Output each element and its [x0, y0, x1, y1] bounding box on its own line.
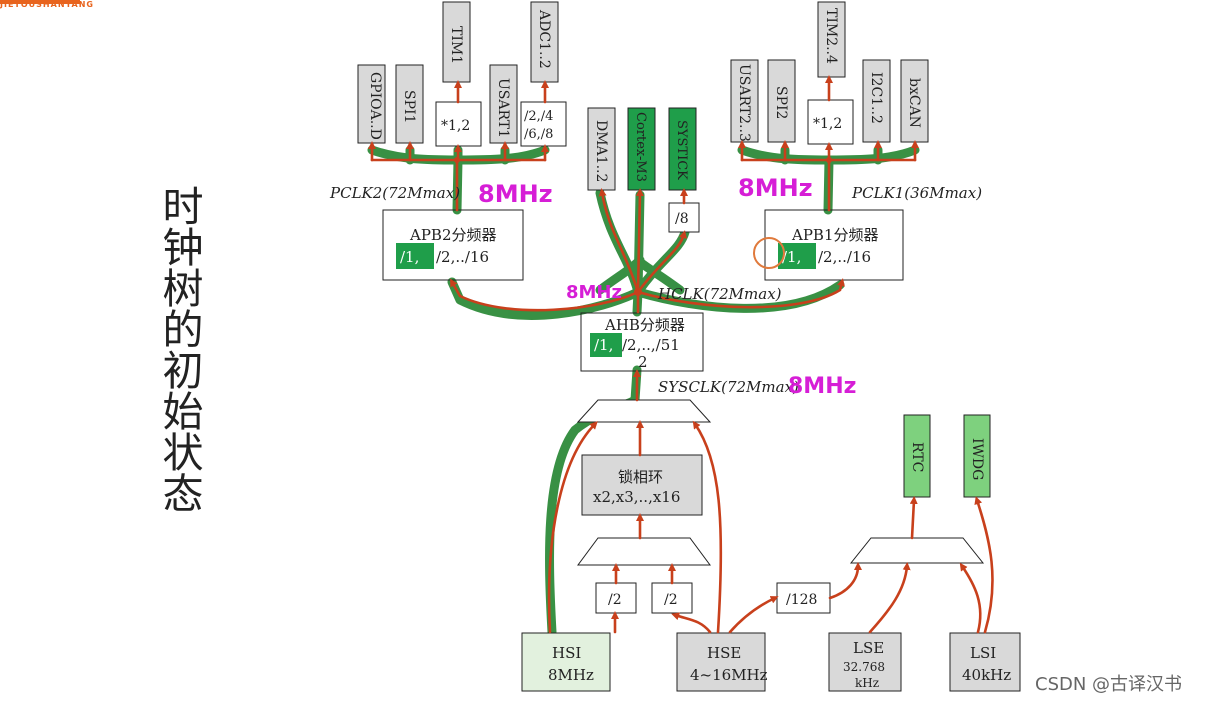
apb1-div-first: /1,	[782, 248, 801, 266]
apb2-div-rest: /2,../16	[436, 248, 489, 266]
sysclk-mux	[576, 399, 712, 423]
hsi-freq: 8MHz	[548, 666, 594, 684]
cortex-box	[627, 107, 656, 191]
usart23-label: USART2..3	[736, 64, 752, 142]
hclk-label: HCLK(72Mmax)	[657, 285, 782, 303]
lsi-freq: 40kHz	[962, 666, 1011, 684]
arrows	[368, 75, 994, 634]
adc-label: ADC1..2	[536, 9, 552, 69]
iwdg-box	[963, 414, 991, 498]
hse-div-label: /2	[664, 592, 678, 608]
apb1-mul-label: *1,2	[813, 116, 842, 132]
adc-div-label-1: /2,/4	[524, 109, 553, 124]
lsi-name: LSI	[970, 644, 996, 662]
tim1-label: TIM1	[448, 26, 464, 64]
adc-box	[530, 1, 559, 83]
tim1-box	[442, 1, 471, 83]
rtc-box	[903, 414, 931, 498]
apb1-mul-box	[807, 99, 854, 145]
pll-box	[581, 454, 703, 516]
hse-box	[676, 632, 766, 692]
pll-mul: x2,x3,..,x16	[593, 488, 680, 506]
adc-div-label-2: /6,/8	[524, 127, 553, 142]
i2c-box	[862, 59, 891, 143]
pclk1-label: PCLK1(36Mmax)	[851, 184, 982, 202]
gpio-label: GPIOA..D	[367, 72, 383, 140]
tim24-box	[817, 1, 846, 78]
systick-label: SYSTICK	[674, 120, 689, 180]
bxcan-label: bxCAN	[906, 78, 922, 128]
watermark: CSDN @古译汉书	[1035, 674, 1183, 695]
apb1-divider-box	[764, 209, 904, 281]
dma-label: DMA1..2	[593, 120, 609, 182]
cortex-label: Cortex-M3	[633, 112, 648, 182]
rtc-div-label: /128	[786, 592, 817, 608]
rtc-label: RTC	[909, 442, 925, 472]
lse-name: LSE	[853, 639, 884, 657]
brand-bar	[0, 0, 80, 4]
ahb-div-tail: 2	[638, 353, 648, 371]
hclk-freq-note: 8MHz	[566, 282, 622, 303]
usart23-box	[730, 59, 759, 143]
hsi-name: HSI	[552, 644, 581, 662]
gpio-box	[357, 64, 386, 144]
side-title: 时钟树的初始状态	[155, 185, 203, 513]
dma-box	[587, 107, 616, 191]
apb2-div-first: /1,	[400, 248, 419, 266]
bxcan-box	[900, 59, 929, 143]
ahb-title: AHB分频器	[604, 316, 685, 334]
sysclk-label: SYSCLK(72Mmax)	[658, 378, 799, 396]
pclk2-label: PCLK2(72Mmax)	[329, 184, 460, 202]
spi1-label: SPI1	[401, 90, 417, 123]
ahb-div-first: /1,	[594, 336, 613, 354]
lse-freq-1: 32.768	[843, 660, 885, 674]
adc-div-box	[520, 101, 567, 147]
lsi-box	[949, 632, 1021, 692]
apb1-freq-note: 8MHz	[738, 174, 813, 202]
hsi-box	[521, 632, 611, 692]
apb1-title: APB1分频器	[791, 226, 879, 244]
brand-logo-text: JIETOUSHANYANG	[0, 0, 94, 9]
hse-name: HSE	[707, 644, 741, 662]
i2c-label: I2C1..2	[868, 72, 884, 124]
apb2-div1-highlight	[396, 243, 434, 269]
systick-box	[668, 107, 697, 191]
hsi-div-label: /2	[608, 592, 622, 608]
hse-freq: 4~16MHz	[690, 666, 768, 684]
apb2-mul-label: *1,2	[441, 118, 470, 134]
annotation-circle	[753, 237, 785, 269]
hse-div-box	[651, 582, 693, 614]
rtc-div-box	[776, 582, 831, 614]
apb1-div-rest: /2,../16	[818, 248, 871, 266]
sysclk-freq-note: 8MHz	[788, 374, 856, 399]
spi2-box	[767, 59, 796, 143]
ahb-divider-box	[580, 312, 704, 372]
systick-div-label: /8	[675, 211, 689, 227]
junction-dots	[454, 157, 832, 296]
spi1-box	[395, 64, 424, 144]
ahb-div-rest: /2,..,/51	[622, 336, 680, 354]
usart1-label: USART1	[495, 78, 511, 138]
iwdg-label: IWDG	[969, 438, 985, 480]
pll-mux	[577, 537, 711, 566]
tim24-label: TIM2..4	[823, 8, 839, 64]
apb2-title: APB2分频器	[409, 226, 497, 244]
apb2-freq-note: 8MHz	[478, 180, 553, 208]
rtc-mux	[849, 537, 985, 564]
lse-freq-2: kHz	[855, 676, 879, 690]
spi2-label: SPI2	[773, 86, 789, 119]
lse-box	[828, 632, 902, 692]
ahb-div1-highlight	[590, 333, 622, 357]
pll-title: 锁相环	[618, 468, 663, 486]
